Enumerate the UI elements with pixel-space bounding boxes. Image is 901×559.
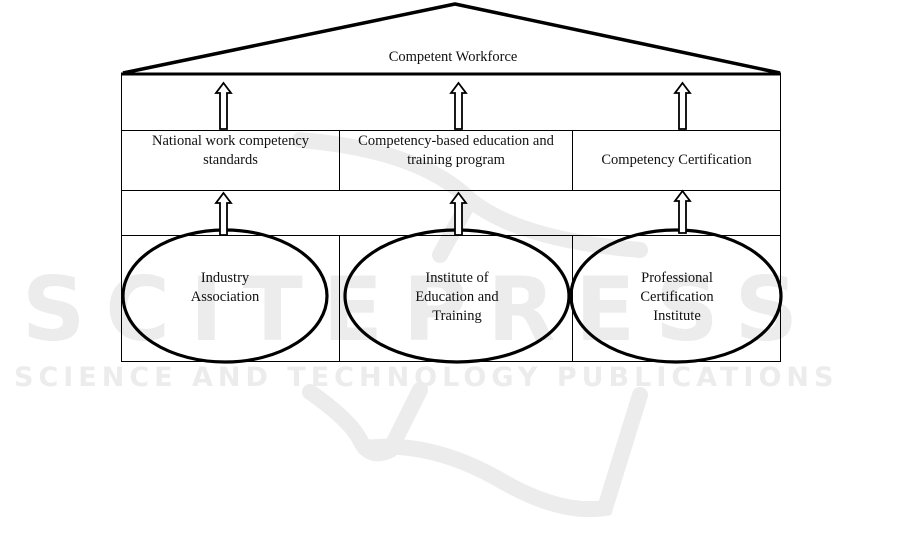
roof-title: Competent Workforce — [300, 48, 606, 67]
pillar-1-output-line-2: standards — [122, 151, 339, 170]
arrow-up-icon — [675, 191, 690, 233]
pillar-2-output-line-2: training program — [340, 151, 572, 170]
pillar-1-output-label: National work competency standards — [122, 132, 339, 170]
pillar-3-output-line-1: Competency Certification — [573, 151, 780, 170]
pillar-3-source-line-1: Professional — [592, 269, 762, 288]
pillar-1-source-line-1: Industry — [140, 269, 310, 288]
pillar-1-source-line-2: Association — [140, 288, 310, 307]
pillar-2-source-label: Institute of Education and Training — [370, 269, 544, 326]
pillar-2-source-line-3: Training — [370, 307, 544, 326]
arrow-up-icon — [675, 83, 690, 129]
pillar-1-output-line-1: National work competency — [122, 132, 339, 151]
arrow-up-icon — [216, 83, 231, 129]
arrow-up-icon — [451, 83, 466, 129]
pillar-3-output-label: Competency Certification — [573, 151, 780, 170]
pillar-2-output-line-1: Competency-based education and — [340, 132, 572, 151]
pillar-2-source-line-2: Education and — [370, 288, 544, 307]
pillar-3-source-line-3: Institute — [592, 307, 762, 326]
pillar-1-source-label: Industry Association — [140, 269, 310, 307]
pillar-3-source-line-2: Certification — [592, 288, 762, 307]
pillar-2-output-label: Competency-based education and training … — [340, 132, 572, 170]
pillar-2-source-line-1: Institute of — [370, 269, 544, 288]
pillar-3-source-label: Professional Certification Institute — [592, 269, 762, 326]
